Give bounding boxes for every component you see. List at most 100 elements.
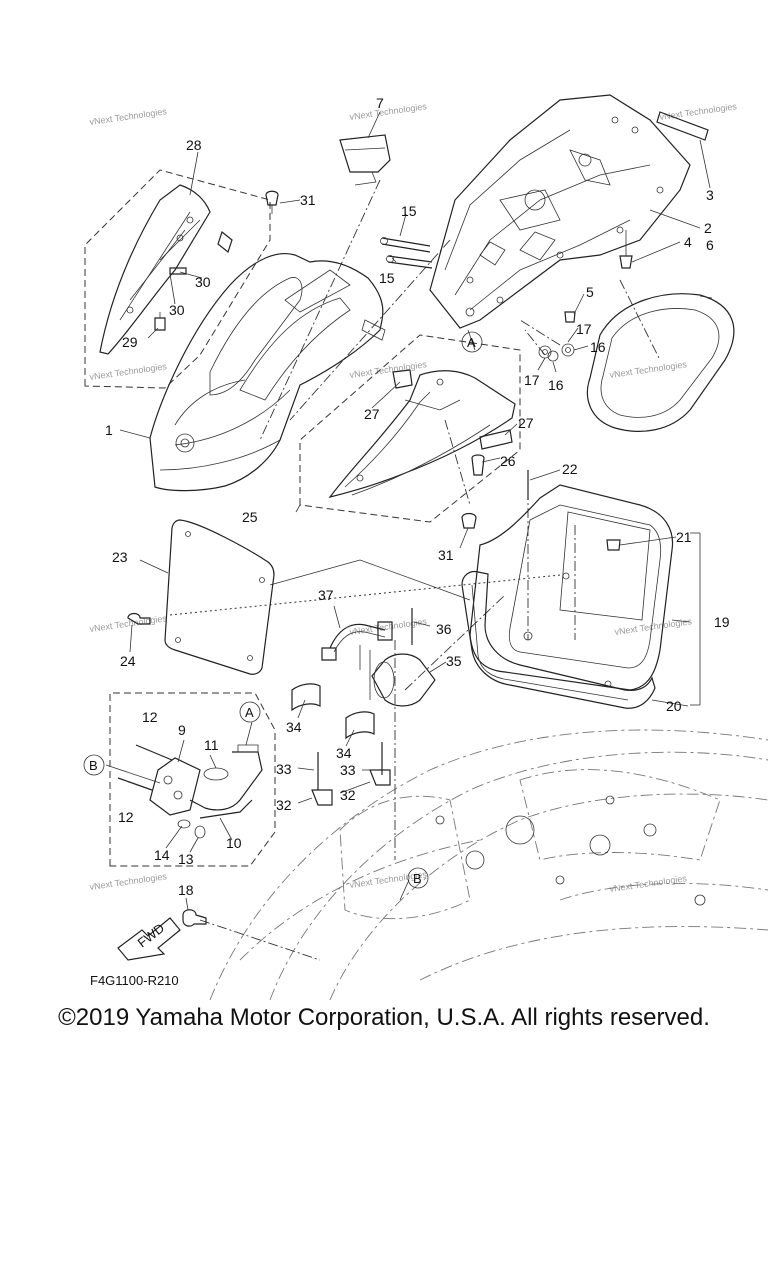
part-number: 33 — [276, 761, 292, 777]
watermark-text: vNext Technologies — [89, 361, 168, 382]
bolt-18 — [182, 909, 207, 927]
pad-27 — [479, 429, 513, 450]
part-number: 31 — [300, 192, 316, 208]
bracket-32 — [369, 769, 391, 786]
part-number: 18 — [178, 882, 194, 898]
bracket-35 — [359, 645, 436, 707]
cable-37 — [321, 621, 393, 661]
part-number: 4 — [684, 234, 692, 250]
part-number: 1 — [105, 422, 113, 438]
part-number: 15 — [379, 270, 395, 286]
reference-mark-b: B — [407, 867, 429, 889]
part-number: 22 — [562, 461, 578, 477]
part-number: 31 — [438, 547, 454, 563]
rear-frame-2 — [429, 94, 691, 329]
part-number: 15 — [401, 203, 417, 219]
part-number: 5 — [586, 284, 594, 300]
part-number: 23 — [112, 549, 128, 565]
group-box-25 — [299, 334, 521, 523]
watermark-text: vNext Technologies — [89, 871, 168, 892]
fastener-4 — [619, 255, 633, 269]
part-number: 16 — [590, 339, 606, 355]
reference-mark-label: A — [245, 705, 254, 720]
reference-mark-a: A — [239, 701, 261, 723]
part-number: 14 — [154, 847, 170, 863]
bracket-32 — [311, 789, 333, 806]
part-number: 17 — [576, 321, 592, 337]
inner-panel-25 — [328, 370, 516, 498]
copyright-notice: ©2019 Yamaha Motor Corporation, U.S.A. A… — [58, 1004, 710, 1031]
part-number: 11 — [204, 737, 219, 753]
part-number: 12 — [118, 809, 134, 825]
part-number: 10 — [226, 835, 242, 851]
part-number: 27 — [364, 406, 380, 422]
figure-code: F4G1100-R210 — [90, 973, 179, 988]
watermark-text: vNext Technologies — [89, 106, 168, 127]
watermark-text: vNext Technologies — [349, 101, 428, 122]
reference-marks: A A B B — [83, 331, 483, 889]
part-number: 21 — [676, 529, 692, 545]
watermark-text: vNext Technologies — [609, 359, 688, 380]
part-number: 20 — [666, 698, 682, 714]
screw-24 — [127, 612, 151, 625]
watermark-text: vNext Technologies — [349, 616, 428, 637]
part-number: 35 — [446, 653, 462, 669]
bolts-15 — [380, 237, 433, 269]
part-number: 6 — [706, 237, 714, 253]
clip-34 — [291, 683, 321, 712]
reference-mark-a: A — [461, 331, 483, 353]
part-number: 30 — [169, 302, 185, 318]
part-number: 9 — [178, 722, 186, 738]
part-number: 32 — [276, 797, 292, 813]
part-number: 19 — [714, 614, 730, 630]
front-cowl — [149, 253, 386, 492]
part-number: 27 — [518, 415, 534, 431]
part-number: 16 — [548, 377, 564, 393]
part-number: 2 — [704, 220, 712, 236]
part-number: 29 — [122, 334, 138, 350]
part-number: 25 — [242, 509, 258, 525]
part-number: 7 — [376, 95, 384, 111]
watermark-text: vNext Technologies — [659, 101, 738, 122]
part-number: 36 — [436, 621, 452, 637]
pedal-assembly — [117, 744, 263, 839]
part-number: 26 — [500, 453, 516, 469]
gasket-20-inner — [471, 584, 629, 701]
part-number: 34 — [286, 719, 302, 735]
clip-34 — [345, 711, 375, 740]
reference-mark-label: B — [89, 758, 98, 773]
part-number: 32 — [340, 787, 356, 803]
fwd-arrow-icon: FWD — [117, 917, 181, 961]
part-number: 33 — [340, 762, 356, 778]
fastener-26 — [471, 454, 485, 476]
part-number: 37 — [318, 587, 334, 603]
reference-mark-label: A — [467, 335, 476, 350]
part-number: 17 — [524, 372, 540, 388]
part-number: 28 — [186, 137, 202, 153]
reference-mark-b: B — [83, 754, 105, 776]
reference-mark-label: B — [413, 871, 422, 886]
group-box-28 — [84, 169, 271, 389]
watermark-text: vNext Technologies — [614, 616, 693, 637]
part-number: 13 — [178, 851, 194, 867]
part-number: 30 — [195, 274, 211, 290]
plate-23 — [164, 519, 275, 675]
part-number: 24 — [120, 653, 136, 669]
parts-diagram: vNext Technologies vNext Technologies vN… — [83, 94, 768, 1000]
gasket-20 — [461, 570, 656, 709]
bolt-31 — [461, 512, 477, 529]
leader-lines — [169, 179, 661, 961]
hull-outline — [209, 729, 768, 1000]
pad-27 — [392, 369, 413, 389]
label-leaders — [105, 111, 713, 911]
strip-3 — [656, 111, 709, 141]
part-number: 12 — [142, 709, 158, 725]
part-number: 34 — [336, 745, 352, 761]
cap-21 — [606, 539, 621, 551]
light-7 — [339, 134, 391, 186]
side-panel-28 — [99, 184, 211, 355]
seal-6 — [586, 293, 735, 432]
part-number: 3 — [706, 187, 714, 203]
part-number-labels: 1 2 3 4 5 6 7 9 10 11 12 12 13 14 15 15 … — [105, 95, 730, 898]
storage-box-19 — [469, 484, 674, 691]
